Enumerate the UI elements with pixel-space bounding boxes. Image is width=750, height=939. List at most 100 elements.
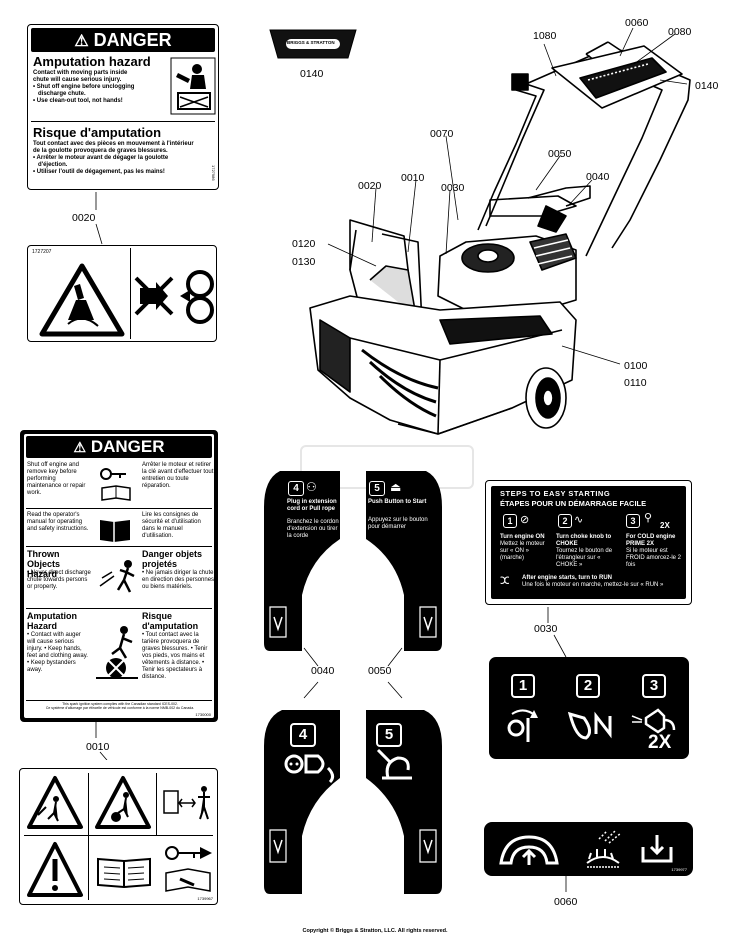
callout-0050-top[interactable]: 0050 — [548, 148, 572, 160]
callout-0060-top[interactable]: 0060 — [625, 17, 649, 29]
callout-0130[interactable]: 0130 — [292, 256, 316, 268]
row4-fr: • Tout contact avec la tarière provoquer… — [142, 632, 208, 680]
step2-text: Turn choke knob to CHOKE Tournez le bout… — [556, 534, 613, 568]
exclamation-triangle-icon — [27, 842, 83, 897]
fr-text: Tout contact avec des pièces en mouvemen… — [33, 141, 194, 175]
primer-bulb-icon — [631, 708, 676, 734]
row3-fr: • Ne jamais diriger la chute en directio… — [142, 570, 214, 590]
callout-0040-bot[interactable]: 0040 — [311, 665, 335, 677]
callout-0110[interactable]: 0110 — [624, 377, 647, 389]
row2-fr: Lire les consignes de sécurité et d'util… — [142, 512, 201, 539]
key-off-maintenance-icon — [165, 846, 212, 892]
choke-icon: ∿ — [574, 514, 584, 526]
grid-divider — [24, 835, 213, 836]
no-hands-auger-icon — [134, 270, 214, 324]
decal-step5-shape[interactable] — [362, 467, 444, 657]
callout-1080[interactable]: 1080 — [533, 30, 557, 42]
step1-number: 1 — [503, 514, 517, 528]
leaders-left — [95, 192, 108, 760]
decal-steps-to-start[interactable]: STEPS TO EASY STARTING ÉTAPES POUR UN DÉ… — [485, 480, 692, 605]
row-divider — [26, 546, 212, 547]
engine-on-icon: ⊘ — [520, 514, 530, 526]
step4-en: Plug in extension cord or Pull rope — [287, 499, 337, 512]
run-text: After engine starts, turn to RUN Une foi… — [522, 575, 664, 588]
steps-title-fr: ÉTAPES POUR UN DÉMARRAGE FACILE — [500, 499, 647, 508]
manual-book-icon — [97, 857, 151, 889]
callout-0020-left[interactable]: 0020 — [72, 212, 96, 224]
callout-0100[interactable]: 0100 — [624, 360, 648, 372]
callout-0120[interactable]: 0120 — [292, 238, 316, 250]
step5-bottom-number-badge: 5 — [376, 723, 402, 747]
step3-number: 3 — [626, 514, 640, 528]
callout-0050-bot[interactable]: 0050 — [368, 665, 392, 677]
callout-0010-top[interactable]: 0010 — [401, 172, 425, 184]
row1-en: Shut off engine and remove key before pe… — [27, 462, 86, 496]
fr-title: Risque d'amputation — [33, 125, 162, 140]
callout-0040-top[interactable]: 0040 — [586, 171, 610, 183]
key-remove-icon — [100, 468, 131, 501]
danger-header: ⚠ DANGER — [26, 436, 212, 458]
row2-en: Read the operator's manual for operating… — [27, 512, 89, 532]
callout-0080[interactable]: 0080 — [668, 26, 692, 38]
part-number: 1727207 — [32, 249, 52, 255]
keep-distance-icon — [163, 786, 210, 820]
row4-fr-title: Risque d'amputation — [142, 611, 199, 631]
callout-0020-top[interactable]: 0020 — [358, 180, 382, 192]
en-title: Amputation hazard — [33, 54, 151, 69]
icon-step3-number: 3 — [642, 674, 666, 698]
part-number: 1739977 — [671, 867, 687, 872]
snow-thrower-illustration — [309, 27, 691, 435]
steps-inner-panel — [491, 486, 686, 599]
leader-lines-mid — [303, 647, 403, 699]
part-number: 1739967 — [197, 896, 213, 901]
warning-triangle-icon: ⚠ — [73, 439, 87, 455]
step1-text: Turn engine ON Mettez le moteur sur « ON… — [500, 534, 545, 561]
decal-amputation-pictogram[interactable]: 1727207 — [27, 245, 217, 342]
steps-title-en: STEPS TO EASY STARTING — [500, 489, 611, 498]
brand-badge-text: BRIGGS & STRATTON — [287, 40, 335, 45]
step3-2x: 2X — [660, 521, 670, 530]
row4-en: • Contact with auger will cause serious … — [27, 632, 88, 673]
icon-step1-number: 1 — [511, 674, 535, 698]
leader-0060 — [565, 876, 567, 892]
hand-in-chute-icon — [170, 57, 216, 115]
thrown-objects-triangle-icon — [27, 776, 83, 829]
decal-pictogram-grid[interactable]: 1739967 — [19, 768, 218, 905]
choke-knob-icon — [567, 711, 612, 740]
auger-hazard-icon — [96, 626, 138, 679]
step4-number-badge: 4 — [288, 481, 304, 496]
decal-start-steps-icons[interactable]: 1 2 3 2X — [489, 657, 689, 759]
brand-badge[interactable] — [266, 26, 360, 62]
row3-en-title: Thrown Objects Hazard — [27, 549, 61, 579]
callout-0030-right[interactable]: 0030 — [534, 623, 558, 635]
decal-step4-bottom-shape[interactable] — [262, 706, 344, 900]
decal-danger-main[interactable]: ⚠ DANGER Shut off engine and remove key … — [20, 430, 218, 722]
step3-text: For COLD engine PRIME 2X Si le moteur es… — [626, 534, 682, 568]
leader-0030 — [547, 607, 567, 658]
thrown-objects-icon — [99, 560, 135, 593]
row-divider — [26, 700, 212, 701]
callout-0140-right[interactable]: 0140 — [695, 80, 719, 92]
step5-en: Push Button to Start — [368, 499, 427, 505]
en-text: Contact with moving parts inside chute w… — [33, 70, 135, 104]
decal-control-icons[interactable]: 1739977 — [484, 822, 693, 876]
hand-warning-triangle-icon — [39, 263, 125, 337]
divider — [31, 121, 215, 122]
danger-header: ⚠ DANGER — [31, 28, 215, 52]
decal-step4-shape[interactable] — [262, 467, 344, 657]
callout-0140-badge[interactable]: 0140 — [300, 68, 324, 80]
drive-lever-icon — [641, 835, 673, 863]
manual-book-icon — [100, 520, 130, 542]
icon-step2-number: 2 — [576, 674, 600, 698]
icon-step3-2x: 2X — [648, 732, 672, 753]
part-number: 1730000 — [195, 712, 211, 717]
callout-0060-bot[interactable]: 0060 — [554, 896, 578, 908]
callout-0010-left[interactable]: 0010 — [86, 741, 110, 753]
grid-divider — [156, 773, 157, 835]
step5-fr: Appuyez sur le bouton pour démarrer — [368, 517, 428, 530]
part-number: 1727986 — [211, 165, 216, 181]
decal-amputation-hazard[interactable]: ⚠ DANGER Amputation hazard Contact with … — [27, 24, 219, 190]
decal-step5-bottom-shape[interactable] — [362, 706, 444, 900]
callout-0030-top[interactable]: 0030 — [441, 182, 465, 194]
callout-0070[interactable]: 0070 — [430, 128, 454, 140]
